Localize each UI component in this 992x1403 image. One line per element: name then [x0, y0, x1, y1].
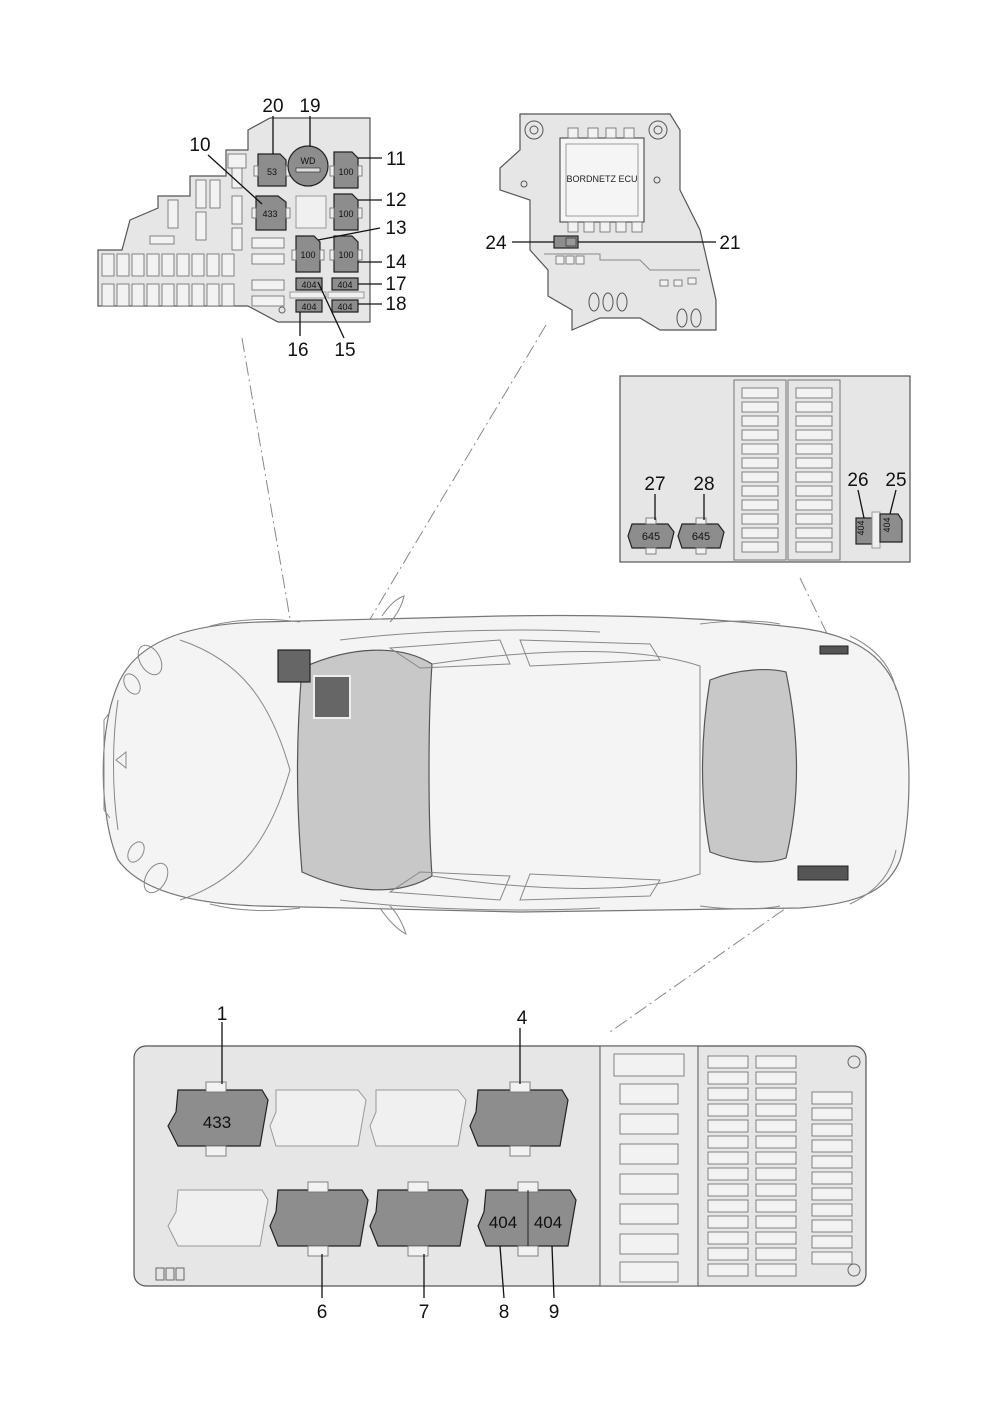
- relay-13-code: 100: [300, 250, 315, 260]
- relay-13: 100: [291, 235, 325, 273]
- callout-27: 27: [644, 474, 665, 495]
- relay-14: 100: [329, 235, 363, 273]
- callout-26: 26: [847, 470, 868, 491]
- relay-1: 433: [167, 1081, 269, 1157]
- relay-26: 404: [855, 517, 873, 545]
- relay-10: 433: [251, 195, 291, 231]
- callout-9: 9: [549, 1302, 560, 1323]
- relay-17: 404: [331, 277, 359, 291]
- location-rear-right-box: [819, 645, 849, 655]
- relay-7: [369, 1181, 469, 1257]
- relay-8-9: 404 404: [477, 1181, 577, 1257]
- relay-20-code: 53: [267, 167, 277, 177]
- relay-8-code: 404: [489, 1213, 517, 1232]
- callout-24: 24: [485, 233, 507, 254]
- relay-15: 404: [295, 277, 323, 291]
- callout-15: 15: [334, 340, 355, 361]
- callout-20: 20: [262, 96, 283, 117]
- relay-16-code: 404: [301, 302, 316, 312]
- callout-28: 28: [693, 474, 714, 495]
- relay-14-code: 100: [338, 250, 353, 260]
- relay-27: 645: [627, 517, 675, 555]
- relay-10-code: 433: [262, 209, 277, 219]
- location-ecu-box: [313, 675, 351, 719]
- relay-18-code: 404: [337, 302, 352, 312]
- callout-1: 1: [217, 1004, 228, 1025]
- rear-right-relay-box: 645 645 404 404 27 28 26 25: [619, 375, 911, 563]
- relay-11-code: 100: [338, 167, 353, 177]
- rear-relay-box: 433 404 404: [133, 1004, 867, 1323]
- callout-17: 17: [385, 274, 406, 295]
- callout-14: 14: [385, 252, 407, 273]
- callout-8: 8: [499, 1302, 510, 1323]
- callout-4: 4: [517, 1008, 528, 1029]
- relay-12-code: 100: [338, 209, 353, 219]
- location-front-left-box: [277, 649, 311, 683]
- relay-27-code: 645: [642, 531, 660, 543]
- callout-16: 16: [287, 340, 308, 361]
- location-rear-left-box: [797, 865, 849, 881]
- callout-11: 11: [386, 149, 406, 170]
- relay-28-code: 645: [692, 531, 710, 543]
- relay-25-code: 404: [882, 517, 892, 532]
- relay-15-code: 404: [301, 280, 316, 290]
- fuse-grid-left: [101, 153, 285, 307]
- relay-12: 100: [329, 193, 363, 231]
- relay-19-symbol: WD: [301, 156, 316, 166]
- fuse-grid-bottom: [707, 1055, 853, 1277]
- callout-18: 18: [385, 294, 406, 315]
- callout-7: 7: [419, 1302, 430, 1323]
- callout-13: 13: [385, 218, 406, 239]
- callout-19: 19: [299, 96, 320, 117]
- relay-21-24: [553, 235, 579, 249]
- relay-18: 404: [331, 299, 359, 313]
- relay-4: [469, 1081, 569, 1157]
- relay-28: 645: [677, 517, 725, 555]
- callout-12: 12: [385, 190, 406, 211]
- ecu-label: BORDNETZ ECU: [566, 174, 637, 184]
- relay-16: 404: [295, 299, 323, 313]
- front-left-relay-box: 53 WD 100 433 100 100: [97, 96, 407, 361]
- relay-25: 404: [879, 513, 903, 543]
- car-top-view: [102, 595, 910, 935]
- relay-19: WD: [287, 145, 329, 187]
- bordnetz-ecu-box: BORDNETZ ECU 24 21: [485, 113, 741, 331]
- relay-17-code: 404: [337, 280, 352, 290]
- relay-26-code: 404: [856, 520, 866, 535]
- callout-10: 10: [189, 135, 210, 156]
- relay-11: 100: [329, 151, 363, 189]
- relay-6: [269, 1181, 369, 1257]
- relay-1-code: 433: [203, 1113, 231, 1132]
- callout-6: 6: [317, 1302, 328, 1323]
- relay-9-code: 404: [534, 1213, 562, 1232]
- callout-25: 25: [885, 470, 906, 491]
- relay-20: 53: [253, 153, 291, 187]
- fuse-column-a: [741, 387, 779, 553]
- callout-21: 21: [719, 233, 740, 254]
- fuse-column-b: [795, 387, 833, 553]
